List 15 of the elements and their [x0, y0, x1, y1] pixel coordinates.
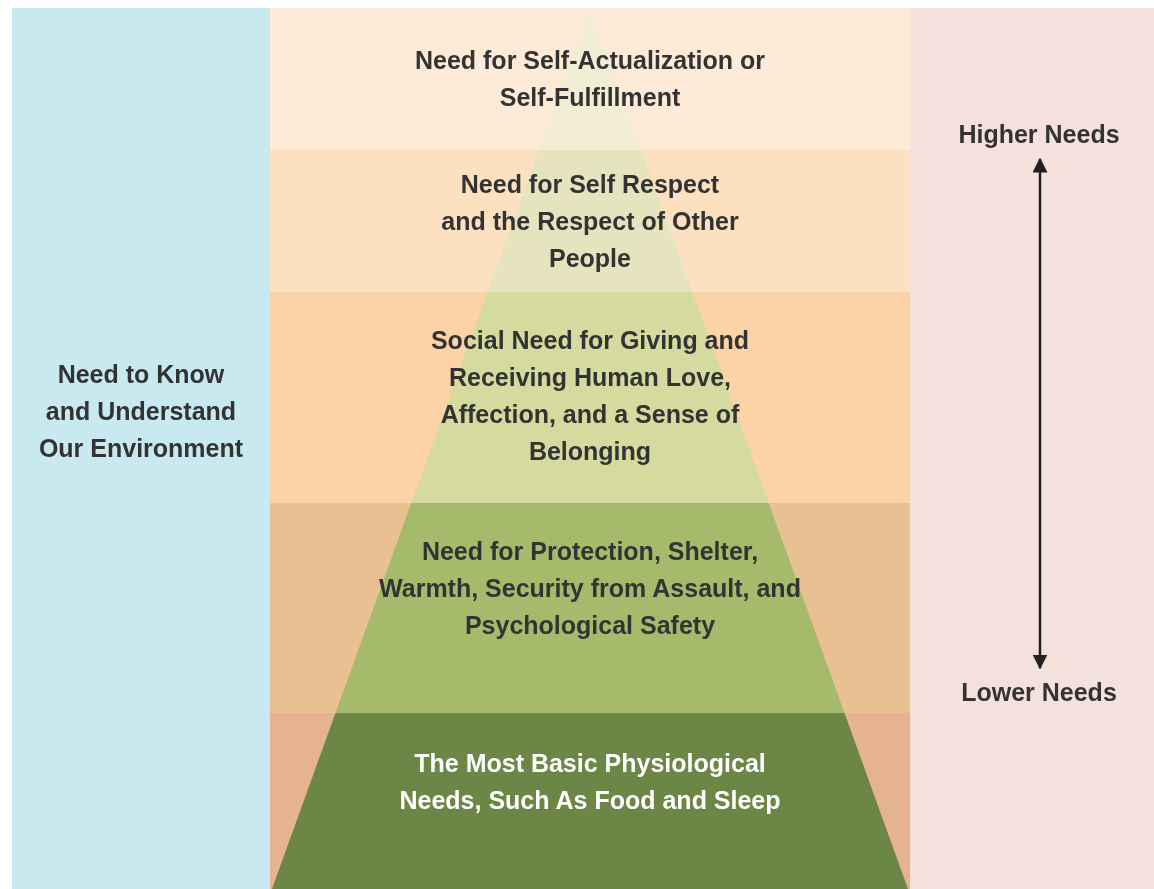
- pyramid-level: [270, 503, 910, 713]
- side-panel: [12, 8, 270, 889]
- level-label: Social Need for Giving and Receiving Human Love, Affection, and a Sense of Belonging: [429, 325, 751, 467]
- level-label: Need for Protection, Shelter, Warmth, Security from Assault, and Psychological Safety: [378, 536, 802, 641]
- scale-label: Lower Needs: [928, 674, 1150, 711]
- level-label: Need for Self-Actualization or Self-Fulfillment: [413, 45, 766, 113]
- arrow: [1032, 157, 1048, 670]
- pyramid-level: [270, 713, 910, 889]
- level-label: Need for Self Respect and the Respect of Other People: [440, 169, 740, 274]
- pyramid-level: [270, 150, 910, 292]
- scale-label: Higher Needs: [928, 116, 1150, 153]
- pyramid-level: [270, 8, 910, 150]
- side-label: Need to Know and Understand Our Environment: [37, 359, 245, 464]
- level-label: The Most Basic Physiological Needs, Such As Food and Sleep: [398, 748, 782, 816]
- pyramid-level: [270, 292, 910, 503]
